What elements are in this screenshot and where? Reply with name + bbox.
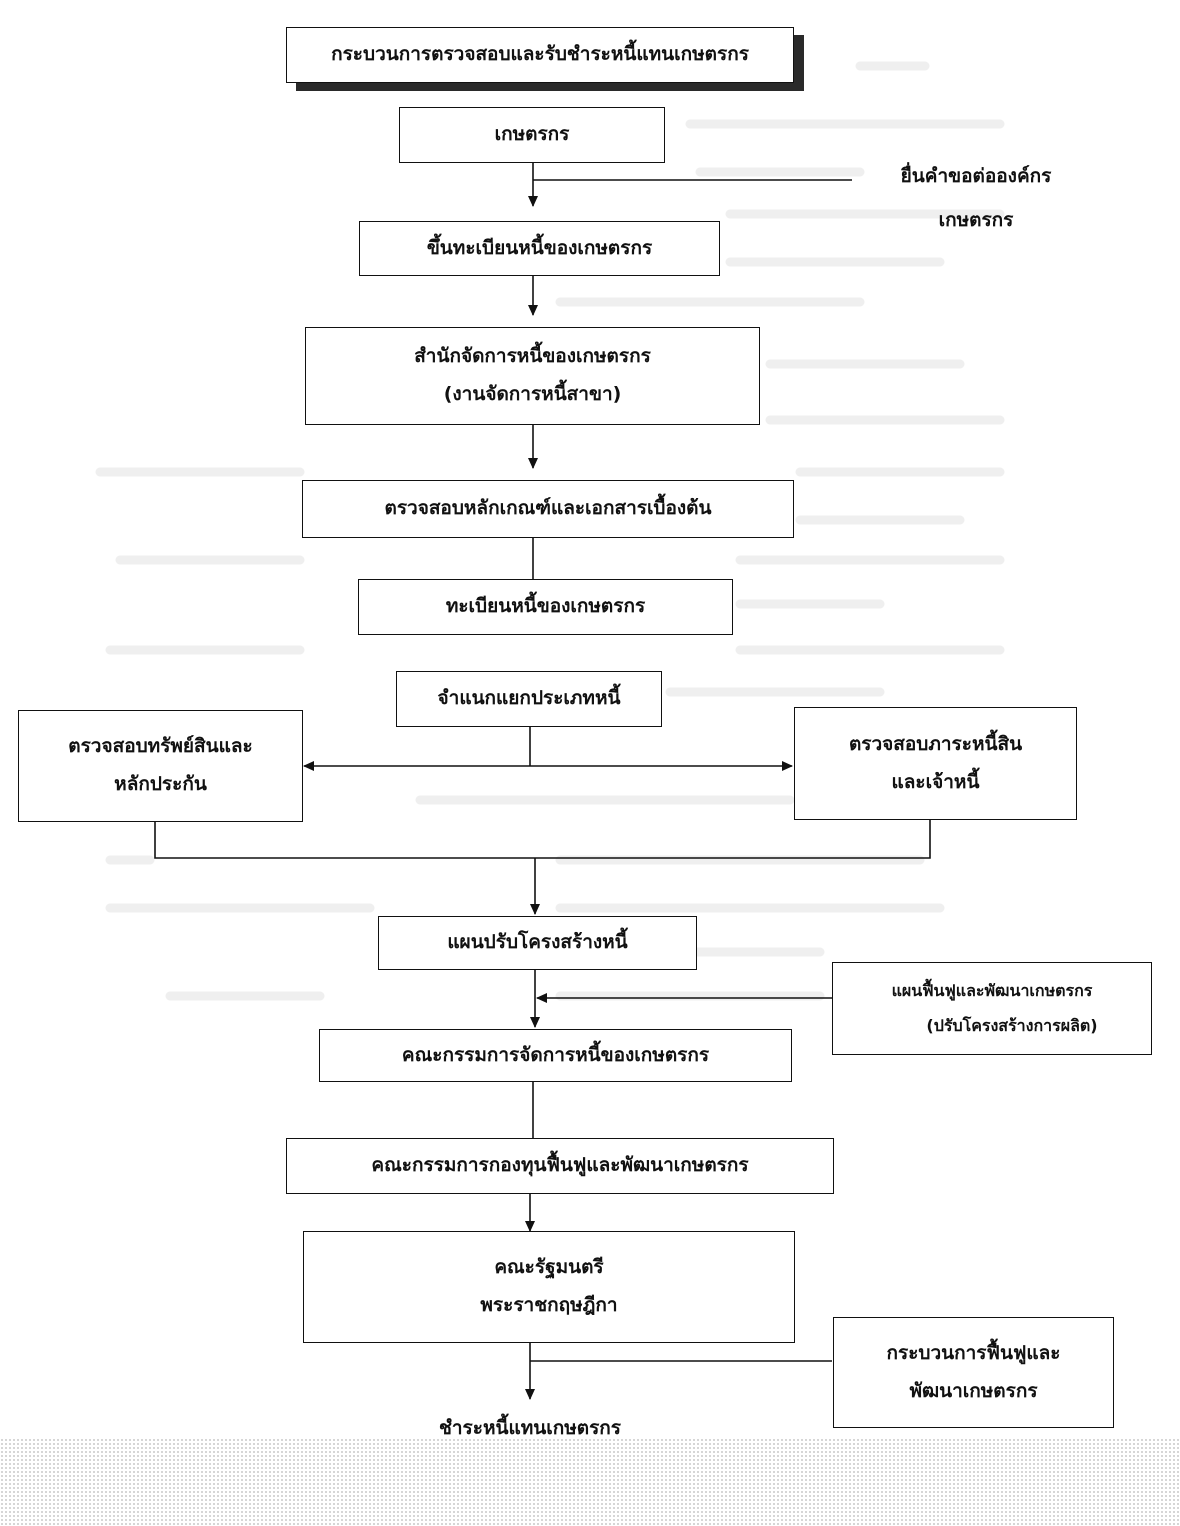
step-check-debts: ตรวจสอบภาระหนี้สิน และเจ้าหนี้ bbox=[794, 707, 1077, 820]
step-debt-register: ทะเบียนหนี้ของเกษตรกร bbox=[358, 579, 733, 635]
step-fund-committee: คณะกรรมการกองทุนฟื้นฟูและพัฒนาเกษตรกร bbox=[286, 1138, 834, 1194]
step-classify-debt: จำแนกแยกประเภทหนี้ bbox=[396, 671, 662, 727]
step-restructure-plan: แผนปรับโครงสร้างหนี้ bbox=[378, 916, 697, 970]
step-check-documents: ตรวจสอบหลักเกณฑ์และเอกสารเบื้องต้น bbox=[302, 480, 794, 538]
line-merge bbox=[154, 820, 931, 859]
step-register-debt: ขึ้นทะเบียนหนี้ของเกษตรกร bbox=[359, 221, 720, 276]
step-check-assets: ตรวจสอบทรัพย์สินและ หลักประกัน bbox=[18, 710, 303, 822]
side-note-submit-request: ยื่นคำขอต่อองค์กร เกษตรกร bbox=[900, 165, 1052, 231]
step-debt-committee: คณะกรรมการจัดการหนี้ของเกษตรกร bbox=[319, 1029, 792, 1082]
step-recovery-plan: แผนฟื้นฟูและพัฒนาเกษตรกร (ปรับโครงสร้างก… bbox=[832, 962, 1152, 1055]
diagram-title: กระบวนการตรวจสอบและรับชำระหนี้แทนเกษตรกร bbox=[286, 27, 794, 83]
step-cabinet: คณะรัฐมนตรี พระราชกฤษฎีกา bbox=[303, 1231, 795, 1343]
final-pay-debt: ชำระหนี้แทนเกษตรกร bbox=[438, 1417, 622, 1439]
step-office: สำนักจัดการหนี้ของเกษตรกร (งานจัดการหนี้… bbox=[305, 327, 760, 425]
step-recovery-process: กระบวนการฟื้นฟูและ พัฒนาเกษตรกร bbox=[833, 1317, 1114, 1428]
halftone-strip bbox=[0, 1438, 1180, 1526]
step-farmer: เกษตรกร bbox=[399, 107, 665, 163]
